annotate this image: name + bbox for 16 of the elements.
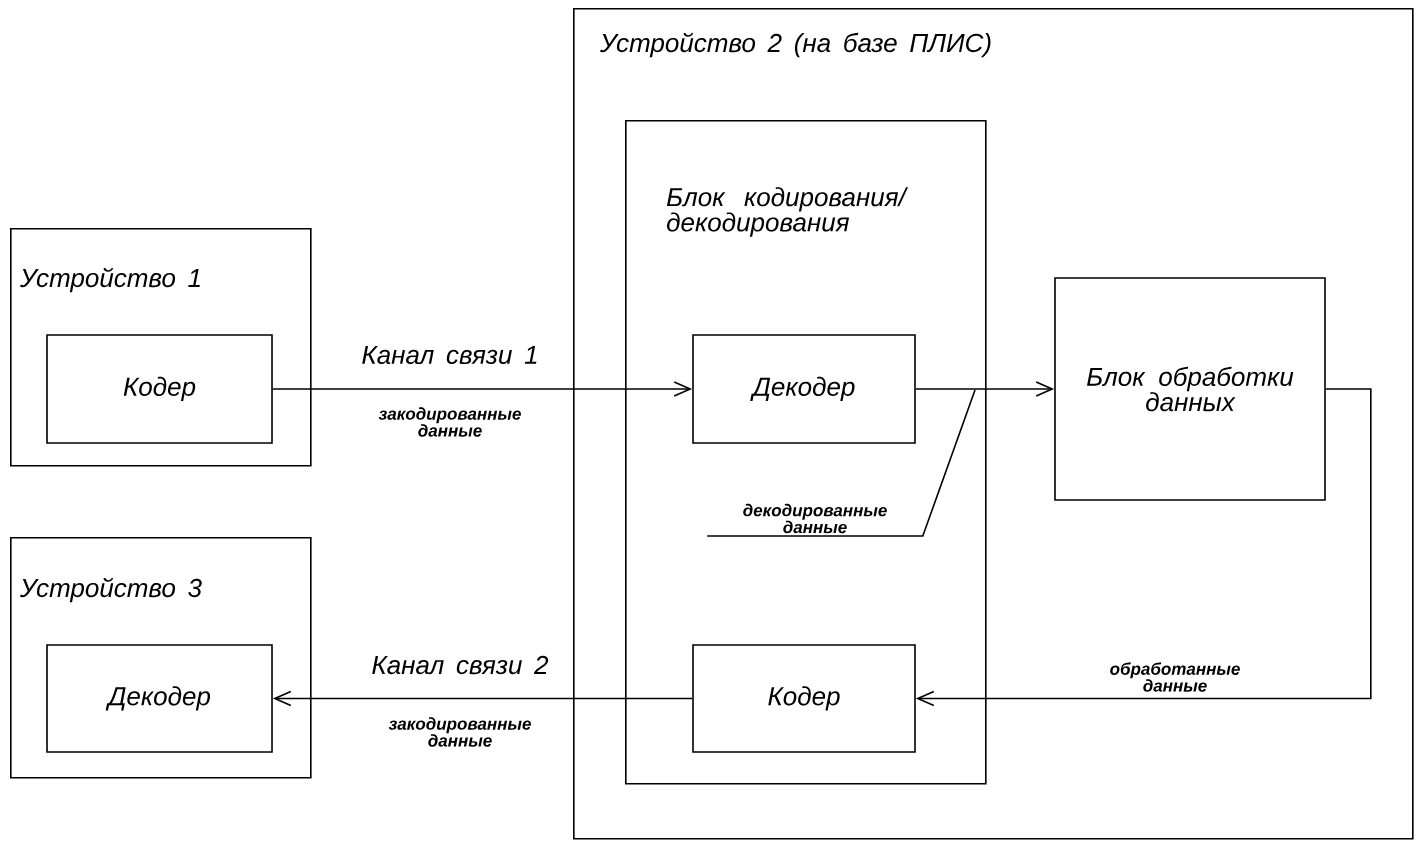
- decoder-box: Декодер: [692, 334, 916, 444]
- coder-box: Кодер: [692, 644, 916, 753]
- coder-box: Кодер: [46, 334, 273, 444]
- arrow: [915, 388, 1372, 707]
- arrow: [272, 381, 693, 397]
- signal-label: закодированные данные: [388, 717, 531, 747]
- leader-line: [706, 389, 976, 537]
- arrow: [915, 381, 1055, 397]
- leader-text: декодированные данные: [743, 503, 887, 534]
- signal-label: закодированные данные: [378, 407, 521, 437]
- decoder-box: Декодер: [46, 644, 273, 753]
- arrow: [272, 690, 693, 707]
- processing-box: Блок обработки данных: [1054, 277, 1326, 501]
- edge-label: Канал связи 1: [360, 344, 540, 366]
- signal-label: обработанные данные: [1110, 662, 1240, 692]
- edge-label: Канал связи 2: [370, 654, 550, 676]
